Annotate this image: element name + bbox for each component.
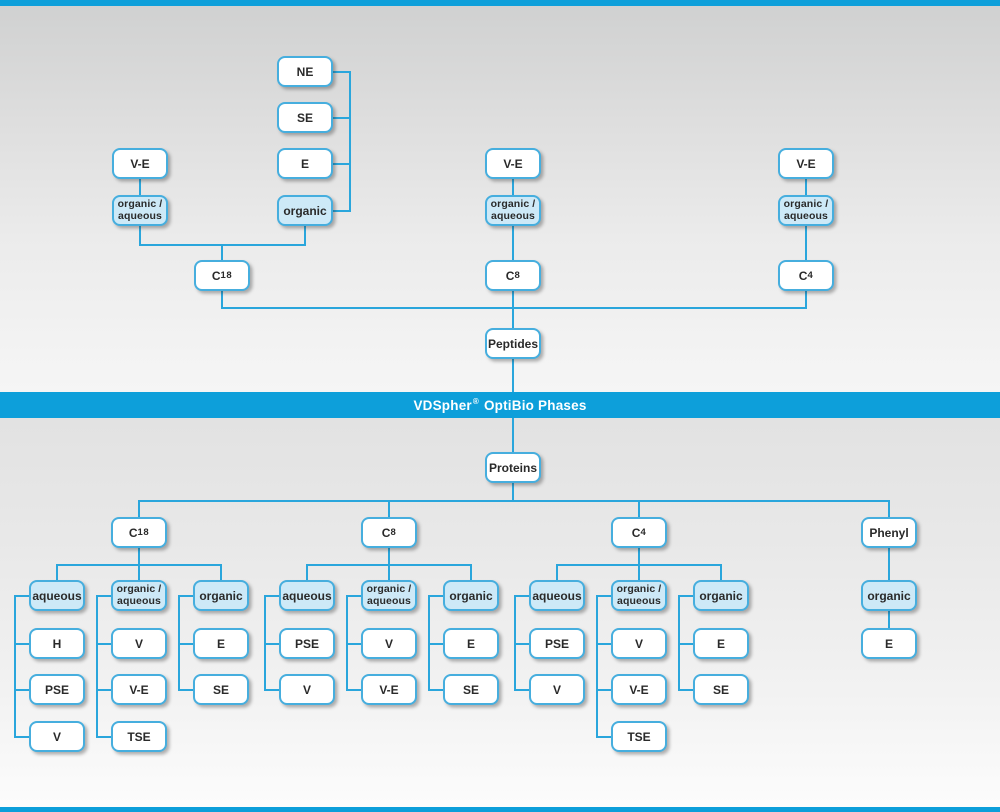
node-peptides: Peptides	[485, 328, 541, 359]
node-pro-c8-orgaq: organic / aqueous	[361, 580, 417, 611]
node-c18-aq-v: V	[29, 721, 85, 752]
node-c18-oa-v: V	[111, 628, 167, 659]
node-pep-c18-orgaq: organic / aqueous	[112, 195, 168, 226]
node-label-part: 8	[390, 527, 397, 538]
node-c8-o-se: SE	[443, 674, 499, 705]
node-pro-c4-orgaq: organic / aqueous	[611, 580, 667, 611]
node-label-part: 8	[514, 270, 521, 281]
node-label-part: 4	[807, 270, 814, 281]
node-pro-c8-aqueous: aqueous	[279, 580, 335, 611]
node-pep-c18-ve: V-E	[112, 148, 168, 179]
top-accent-bar	[0, 0, 1000, 6]
connector-line	[14, 595, 16, 738]
node-label-part: C	[128, 525, 138, 540]
node-pep-organic: organic	[277, 195, 333, 226]
connector-line	[888, 500, 890, 645]
node-label-part: C	[381, 525, 391, 540]
node-proteins: Proteins	[485, 452, 541, 483]
node-pep-c4-orgaq: organic / aqueous	[778, 195, 834, 226]
node-ph-o-e: E	[861, 628, 917, 659]
node-c8-o-e: E	[443, 628, 499, 659]
node-pep-c4-ve: V-E	[778, 148, 834, 179]
node-pro-c8-organic: organic	[443, 580, 499, 611]
node-c4-oa-tse: TSE	[611, 721, 667, 752]
node-pep-ne: NE	[277, 56, 333, 87]
banner-title: VDSpher® OptiBio Phases	[413, 398, 586, 413]
node-c8-aq-pse: PSE	[279, 628, 335, 659]
node-label-part: 18	[137, 527, 150, 538]
node-c8-aq-v: V	[279, 674, 335, 705]
node-pep-e: E	[277, 148, 333, 179]
connector-line	[221, 307, 807, 309]
node-label-part: C	[798, 268, 808, 283]
node-pro-c18-orgaq: organic / aqueous	[111, 580, 167, 611]
node-label-part: C	[505, 268, 515, 283]
connector-line	[138, 500, 890, 502]
node-c8-oa-ve: V-E	[361, 674, 417, 705]
node-c18-oa-tse: TSE	[111, 721, 167, 752]
node-pro-c4-organic: organic	[693, 580, 749, 611]
node-c4-oa-ve: V-E	[611, 674, 667, 705]
node-label-part: C	[631, 525, 641, 540]
node-c8-oa-v: V	[361, 628, 417, 659]
node-c4-o-e: E	[693, 628, 749, 659]
connector-line	[349, 71, 351, 212]
registered-trademark-symbol: ®	[472, 397, 479, 406]
node-pro-phenyl-organic: organic	[861, 580, 917, 611]
connector-line	[306, 564, 472, 566]
node-pep-c8-ve: V-E	[485, 148, 541, 179]
node-c18-o-se: SE	[193, 674, 249, 705]
node-c18-o-e: E	[193, 628, 249, 659]
bottom-accent-bar	[0, 807, 1000, 812]
node-c18-oa-ve: V-E	[111, 674, 167, 705]
node-label-part: C	[211, 268, 221, 283]
connector-line	[556, 564, 722, 566]
banner: VDSpher® OptiBio Phases	[0, 392, 1000, 418]
node-pep-c8-orgaq: organic / aqueous	[485, 195, 541, 226]
connector-line	[596, 595, 598, 738]
connector-line	[304, 210, 306, 246]
banner-brand: VDSpher	[413, 397, 472, 413]
connector-line	[96, 595, 98, 738]
banner-title-rest: OptiBio Phases	[483, 397, 587, 413]
node-c4-o-se: SE	[693, 674, 749, 705]
node-pro-c18-aqueous: aqueous	[29, 580, 85, 611]
node-pro-c18-organic: organic	[193, 580, 249, 611]
node-c4-aq-v: V	[529, 674, 585, 705]
node-label-part: 4	[640, 527, 647, 538]
node-c4-aq-pse: PSE	[529, 628, 585, 659]
node-c18-aq-pse: PSE	[29, 674, 85, 705]
node-label-part: 18	[220, 270, 233, 281]
node-pro-phenyl: Phenyl	[861, 517, 917, 548]
node-pep-se: SE	[277, 102, 333, 133]
connector-line	[56, 564, 222, 566]
connector-line	[805, 163, 807, 309]
node-pro-c4-aqueous: aqueous	[529, 580, 585, 611]
node-c4-oa-v: V	[611, 628, 667, 659]
node-c18-aq-h: H	[29, 628, 85, 659]
